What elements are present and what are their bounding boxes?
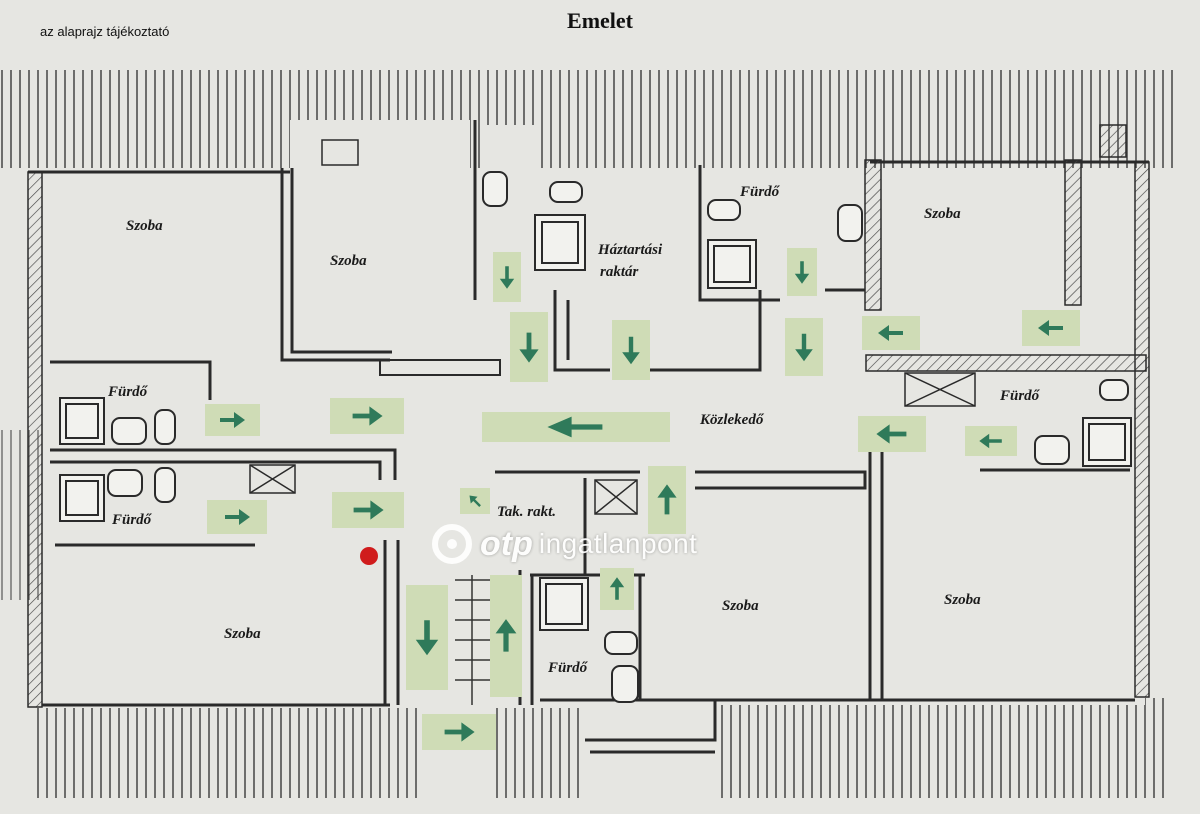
room-label: raktár bbox=[600, 264, 639, 280]
arrow-left-icon bbox=[858, 416, 926, 452]
room-label: Szoba bbox=[722, 598, 759, 614]
arrow-right-icon bbox=[207, 500, 267, 534]
outer-walls bbox=[27, 160, 1150, 708]
room-label: Háztartási bbox=[597, 242, 663, 258]
room-label: Fürdő bbox=[739, 184, 781, 200]
room-label: Fürdő bbox=[107, 384, 149, 400]
arrow-right-icon bbox=[422, 714, 496, 750]
room-labels: Szoba Szoba Fürdő Háztartási raktár Szob… bbox=[107, 184, 1041, 676]
arrow-up-icon bbox=[460, 488, 490, 514]
arrow-down-icon bbox=[612, 320, 650, 380]
roof-band-bottom-right bbox=[720, 698, 1170, 798]
roof-band-bottom-mid bbox=[490, 708, 580, 798]
arrow-left-icon bbox=[1022, 310, 1080, 346]
arrow-left-icon bbox=[862, 316, 920, 350]
plan-caption: az alaprajz tájékoztató bbox=[40, 24, 170, 39]
arrow-up-icon bbox=[648, 466, 686, 534]
arrow-down-icon bbox=[785, 318, 823, 376]
arrow-down-icon bbox=[787, 248, 817, 296]
room-label: Szoba bbox=[924, 206, 961, 222]
exit-marker-icon bbox=[360, 547, 378, 565]
storage-boxes bbox=[249, 124, 1127, 515]
watermark: otp ingatlanpont bbox=[430, 518, 697, 570]
arrow-right-icon bbox=[330, 398, 404, 434]
arrow-down-icon bbox=[493, 252, 521, 302]
arrow-up-icon bbox=[600, 568, 634, 610]
arrow-left-icon bbox=[965, 426, 1017, 456]
arrow-right-icon bbox=[205, 404, 260, 436]
roof-band-bottom-left bbox=[32, 708, 422, 798]
room-label: Szoba bbox=[224, 626, 261, 642]
watermark-product: ingatlanpont bbox=[538, 528, 698, 559]
room-label: Szoba bbox=[126, 218, 163, 234]
evacuation-arrows bbox=[205, 248, 1080, 750]
arrow-right-icon bbox=[332, 492, 404, 528]
arrow-down-icon bbox=[510, 312, 548, 382]
arrow-up-icon bbox=[490, 575, 522, 697]
watermark-brand: otp bbox=[480, 524, 533, 563]
arrow-down-icon bbox=[406, 585, 448, 690]
room-label: Fürdő bbox=[547, 660, 589, 676]
page-title: Emelet bbox=[567, 8, 633, 33]
roof-band-top bbox=[0, 70, 1180, 168]
bathroom-fixtures bbox=[59, 171, 1132, 703]
otp-logo-icon bbox=[432, 524, 472, 564]
stairs bbox=[455, 575, 490, 705]
interior-walls bbox=[50, 120, 1147, 754]
arrow-left-icon bbox=[482, 412, 670, 442]
room-label: Szoba bbox=[944, 592, 981, 608]
room-label: Fürdő bbox=[111, 512, 153, 528]
room-label: Közlekedő bbox=[699, 412, 765, 428]
room-label: Szoba bbox=[330, 253, 367, 269]
room-label: Tak. rakt. bbox=[497, 504, 556, 520]
room-label: Fürdő bbox=[999, 388, 1041, 404]
